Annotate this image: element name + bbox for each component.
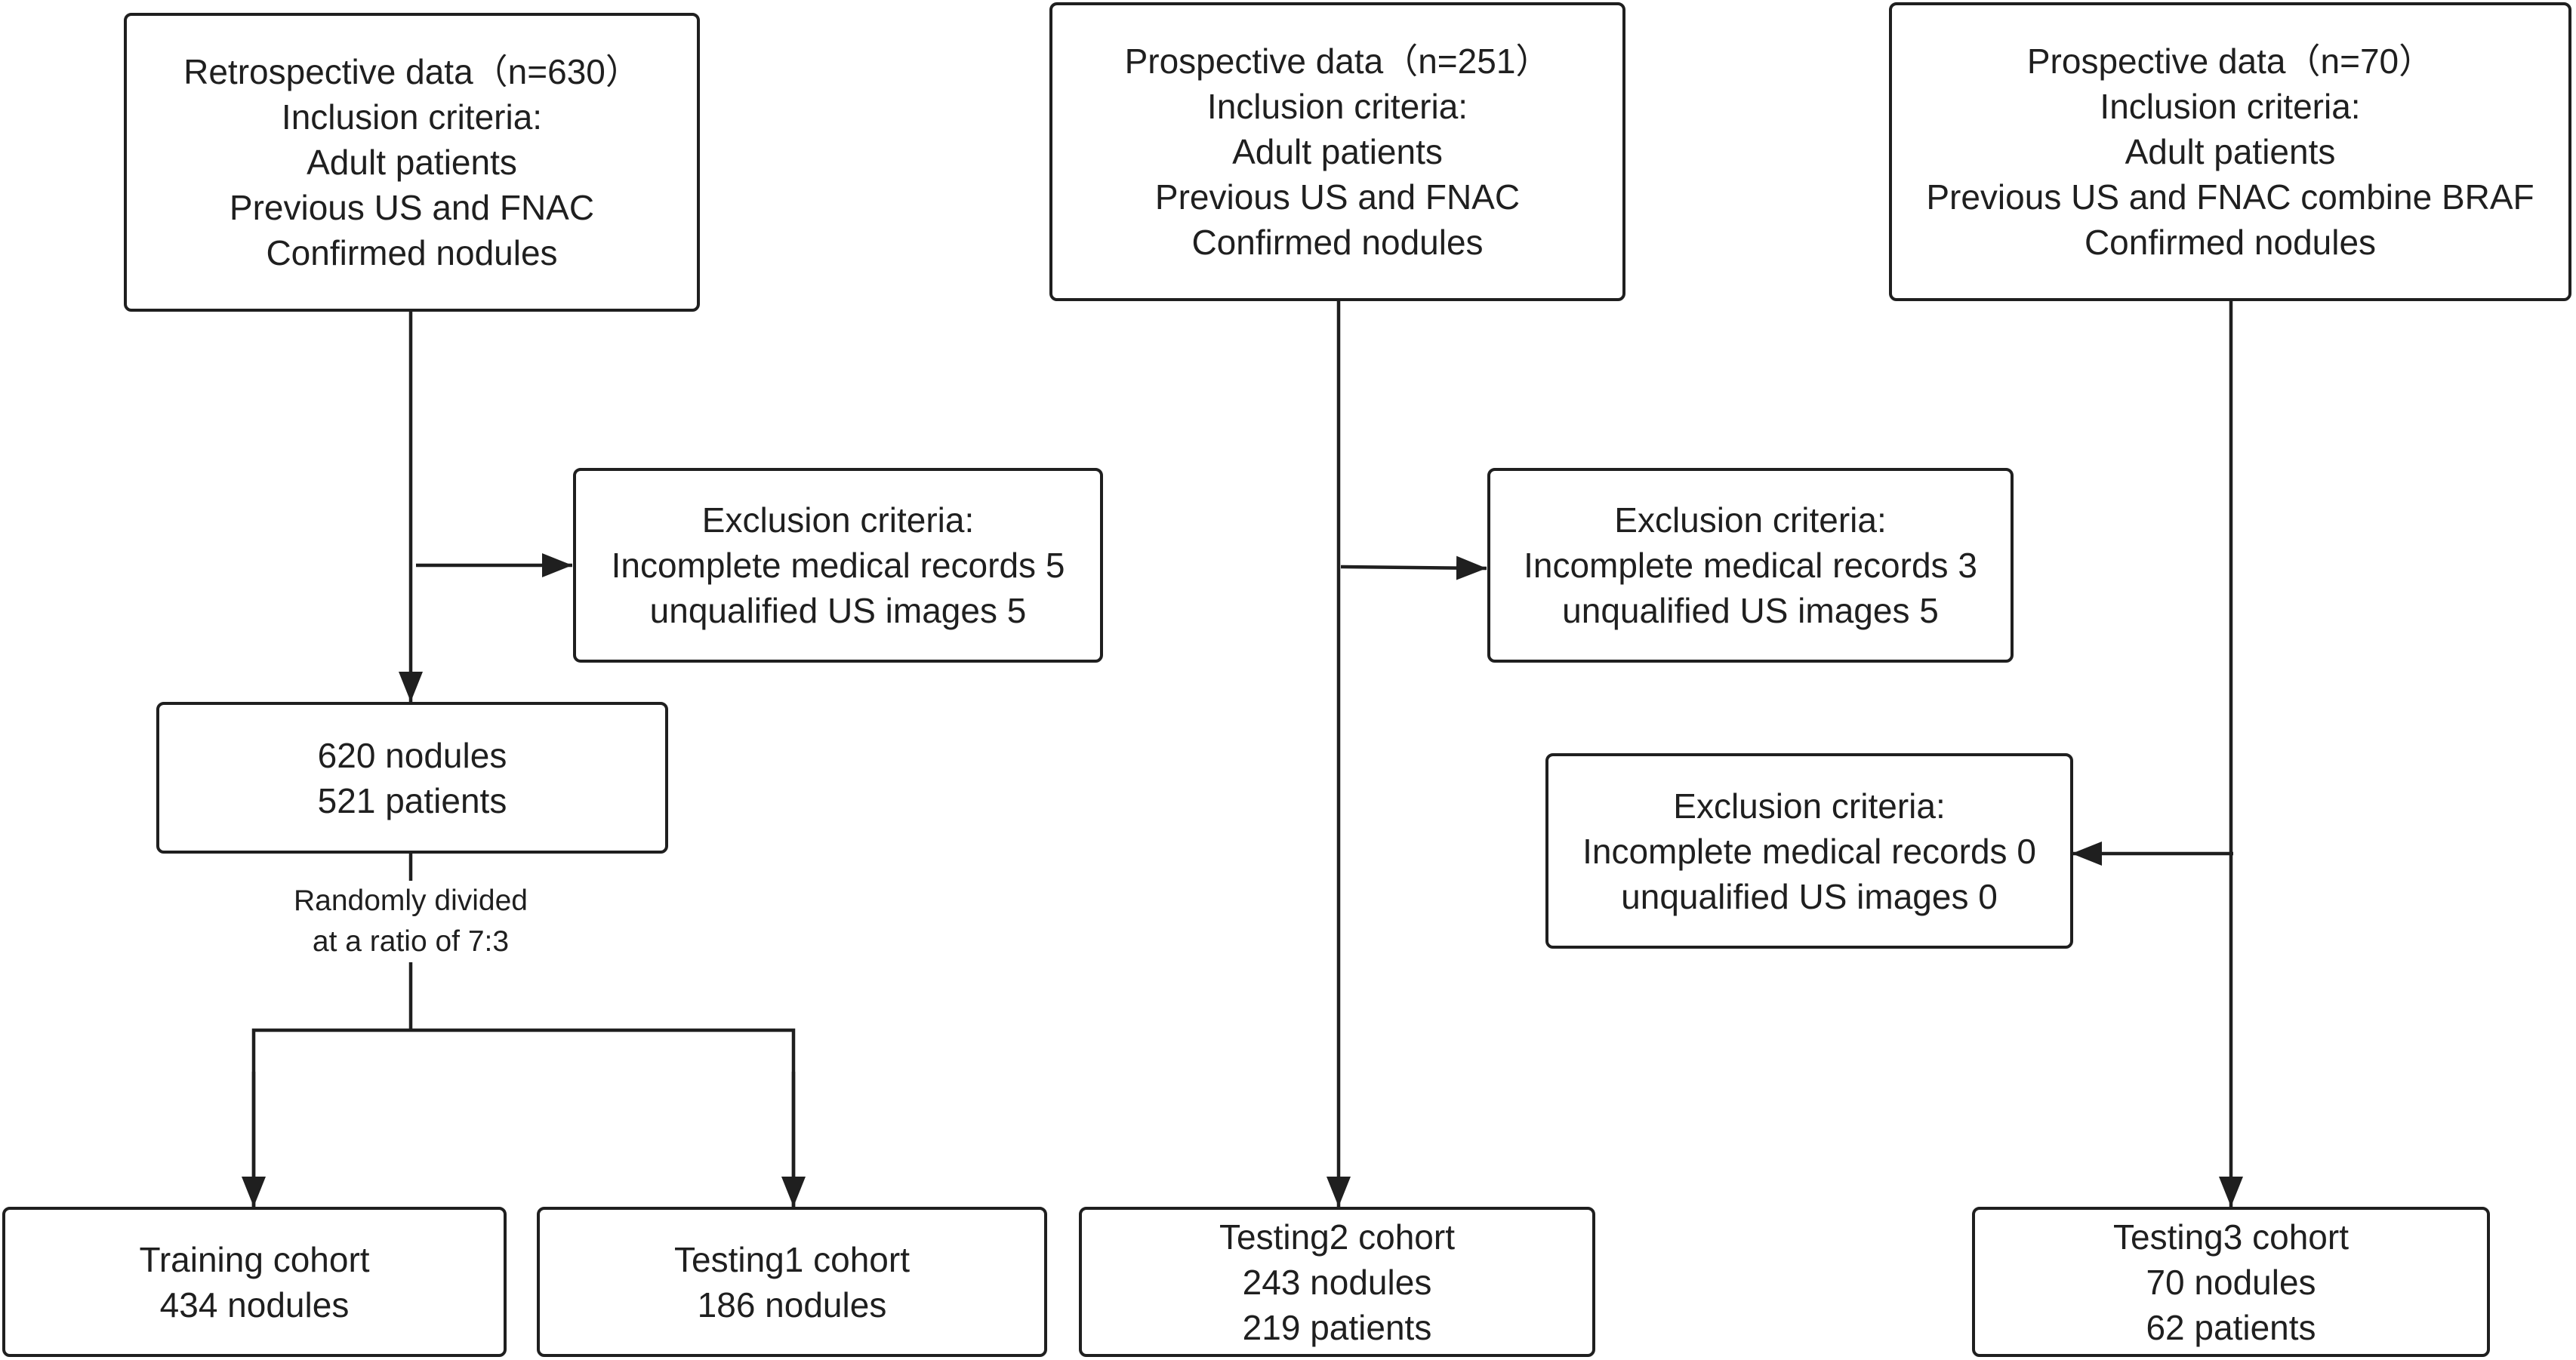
branch-to-exclusion2-arrow (1340, 555, 1487, 580)
box-line: Prospective data（n=70） (2026, 42, 2434, 81)
box-line: Prospective data（n=251） (1124, 42, 1551, 81)
box-line: Retrospective data（n=630） (183, 52, 640, 91)
box-line: 243 nodules (1242, 1262, 1432, 1302)
testing2-cohort-box: Testing2 cohort 243 nodules 219 patients (1079, 1207, 1595, 1357)
box-line: Confirmed nodules (2084, 223, 2377, 262)
box-line: Exclusion criteria: (701, 500, 975, 540)
box-line: 620 nodules (317, 735, 507, 775)
box-line: unqualified US images 5 (1562, 591, 1939, 630)
testing1-cohort-box: Testing1 cohort 186 nodules (537, 1207, 1047, 1357)
training-cohort-box: Training cohort 434 nodules (2, 1207, 507, 1357)
box-line: 521 patients (317, 780, 507, 820)
testing3-cohort-box: Testing3 cohort 70 nodules 62 patients (1972, 1207, 2490, 1357)
random-split-note: Randomly divided at a ratio of 7:3 (260, 881, 562, 962)
box-line: Inclusion criteria: (2100, 87, 2361, 126)
box-line: Inclusion criteria: (1206, 87, 1468, 126)
box-line: 434 nodules (159, 1285, 350, 1325)
prospective-data-251-box: Prospective data（n=251） Inclusion criter… (1049, 2, 1625, 301)
nodules-620-box: 620 nodules 521 patients (156, 702, 668, 854)
box-line: 186 nodules (697, 1285, 887, 1325)
split-hbar-line (251, 1028, 796, 1208)
box-line: Previous US and FNAC (1154, 177, 1521, 217)
box-line: Previous US and FNAC (229, 188, 595, 227)
box-line: Exclusion criteria: (1673, 786, 1946, 826)
retrospective-data-box: Retrospective data（n=630） Inclusion crit… (124, 13, 700, 312)
box-line: unqualified US images 5 (649, 591, 1027, 630)
note-line: Randomly divided (293, 885, 528, 917)
box-line: Adult patients (2125, 132, 2336, 171)
exclusion-criteria-box-3: Exclusion criteria: Incomplete medical r… (1545, 753, 2073, 949)
box-line: Exclusion criteria: (1614, 500, 1887, 540)
box-line: Training cohort (139, 1239, 370, 1279)
box-line: 62 patients (2146, 1307, 2316, 1347)
box-line: Inclusion criteria: (281, 97, 543, 137)
box-line: Adult patients (307, 143, 517, 182)
box-line: Testing3 cohort (2113, 1217, 2349, 1257)
box-line: Confirmed nodules (1191, 223, 1484, 262)
box-line: Confirmed nodules (266, 233, 558, 272)
box-line: Incomplete medical records 0 (1582, 831, 2036, 871)
box-line: Testing2 cohort (1219, 1217, 1455, 1257)
prospective-data-70-box: Prospective data（n=70） Inclusion criteri… (1889, 2, 2571, 301)
box-line: Incomplete medical records 5 (611, 546, 1065, 585)
box-line: 70 nodules (2146, 1262, 2316, 1302)
box-line: 219 patients (1242, 1307, 1432, 1347)
box-line: Previous US and FNAC combine BRAF (1926, 177, 2534, 217)
box-line: Adult patients (1232, 132, 1443, 171)
exclusion-criteria-box-1: Exclusion criteria: Incomplete medical r… (573, 468, 1103, 663)
exclusion-criteria-box-2: Exclusion criteria: Incomplete medical r… (1487, 468, 2014, 663)
box-line: Incomplete medical records 3 (1524, 546, 1977, 585)
box-line: Testing1 cohort (674, 1239, 910, 1279)
note-line: at a ratio of 7:3 (312, 925, 510, 958)
box-line: unqualified US images 0 (1621, 876, 1998, 916)
